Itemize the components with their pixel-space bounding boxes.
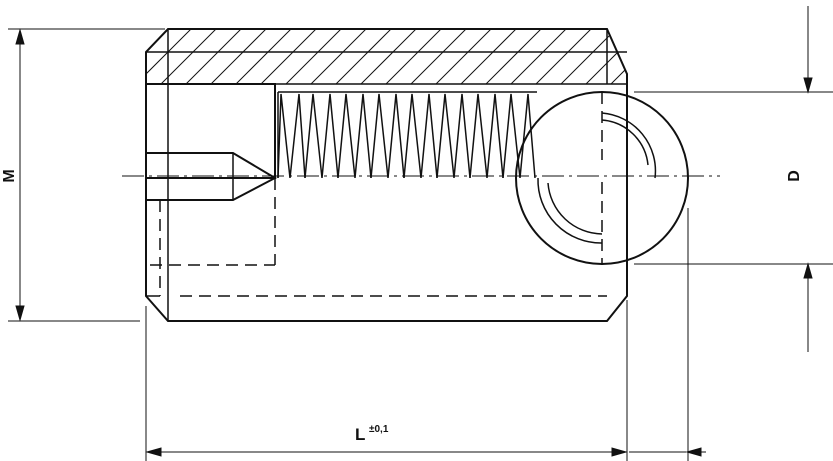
l-label: L bbox=[355, 425, 365, 444]
body-edges bbox=[146, 29, 627, 321]
dimension-l bbox=[145, 208, 706, 461]
socket-bore bbox=[146, 83, 278, 201]
l-tolerance-label: ±0,1 bbox=[369, 424, 389, 435]
body-outline bbox=[145, 28, 628, 322]
spring bbox=[277, 91, 537, 178]
thread-hatching bbox=[146, 29, 627, 84]
ball bbox=[515, 91, 689, 265]
m-label: M bbox=[1, 169, 18, 182]
hidden-lines bbox=[150, 178, 607, 297]
d-label: D bbox=[786, 170, 803, 182]
dimension-d bbox=[634, 6, 833, 352]
dimension-m bbox=[8, 28, 165, 322]
